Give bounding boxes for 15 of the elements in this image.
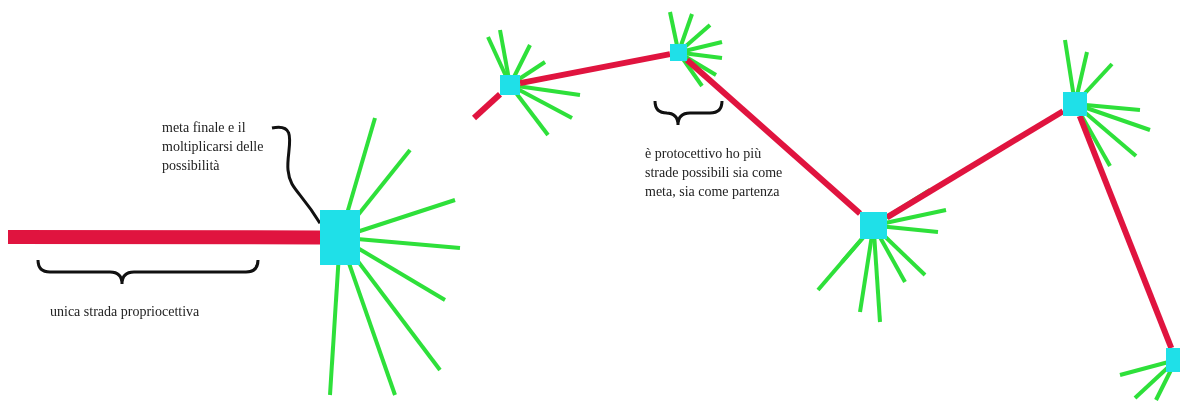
annotation-text: è protocettivo ho più strade possibili sia come meta, sia come partenza: [645, 145, 784, 201]
junction-square: [320, 210, 360, 265]
junction-square: [500, 75, 520, 95]
junction-square: [1063, 92, 1087, 116]
road-line: [519, 51, 671, 86]
leader-line: [271, 125, 322, 225]
annotation-text: unica strada propriocettiva: [50, 303, 201, 321]
junction-square: [860, 212, 887, 239]
junction-square: [1166, 348, 1180, 372]
road-line: [1076, 114, 1175, 350]
road-line: [471, 91, 503, 121]
annotation-text: meta finale e il moltiplicarsi delle possibilità: [162, 118, 266, 175]
junction-square: [670, 44, 687, 61]
road-line: [8, 230, 321, 245]
road-line: [685, 57, 862, 216]
